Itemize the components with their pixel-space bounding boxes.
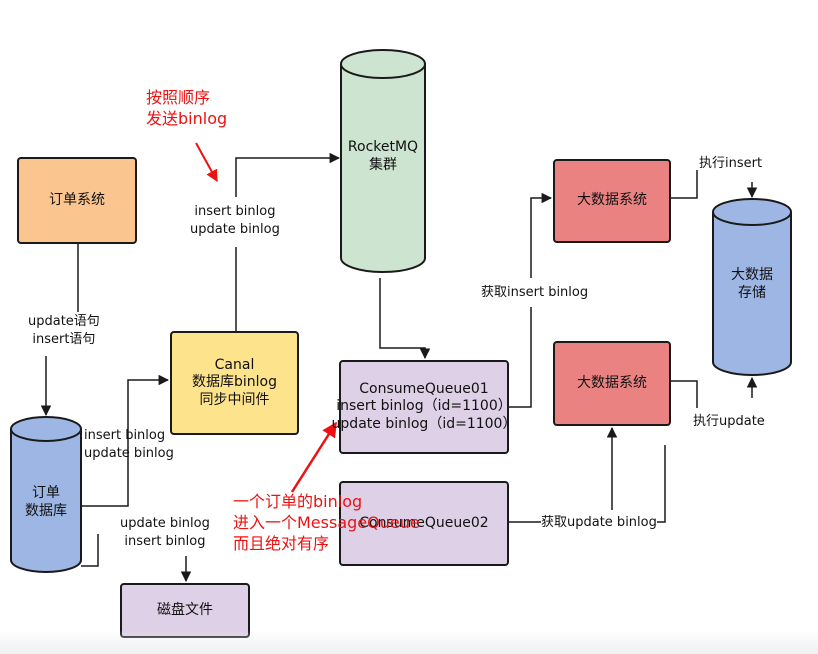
cq01-line-3: update binlog（id=1100） [331, 415, 517, 432]
edge-order-to-db [46, 244, 79, 415]
edge-label-exec-update: 执行update [693, 413, 765, 431]
bigdata-storage-line-1: 大数据 [731, 267, 773, 283]
edge-db-to-disk [81, 534, 186, 581]
edge-cq01-to-bigdata1 [509, 198, 551, 408]
cq02-title: ConsumeQueue02 [359, 514, 489, 531]
edge-label-cq01-to-bigdata: 获取insert binlog [481, 284, 589, 302]
order-db-cylinder [10, 416, 82, 573]
edge-mq-to-cq01 [379, 278, 431, 360]
edge-label-order-to-db: update语句 insert语句 [28, 313, 100, 349]
cq01-title: ConsumeQueue01 [359, 380, 489, 397]
rocketmq-cylinder [340, 49, 426, 273]
bigdata-storage-label: 大数据 存储 [713, 266, 791, 302]
annotation-one-order-queue: 一个订单的binlog 进入一个MessageQueue 而且绝对有序 [233, 492, 420, 554]
cq01-line-2: insert binlog（id=1100） [336, 398, 512, 415]
order-system-label: 订单系统 [49, 191, 105, 208]
edge-db-to-canal [81, 374, 170, 507]
order-system-node: 订单系统 [17, 157, 137, 244]
canal-title: Canal [214, 356, 255, 373]
canal-line-2: 数据库binlog [192, 374, 277, 391]
edge-bigdata1-to-storage [671, 170, 752, 198]
edge-canal-to-mq [235, 158, 339, 331]
canal-line-3: 同步中间件 [199, 391, 270, 408]
annotation-queue-line-3: 而且绝对有序 [233, 533, 330, 553]
edge-cq02-to-bigdata2 [509, 428, 666, 523]
edge-label-disk-insert: insert binlog [124, 533, 206, 549]
consume-queue-01-node: ConsumeQueue01 insert binlog（id=1100） up… [332, 360, 516, 454]
bottom-fade [0, 630, 818, 654]
annotation-queue-line-1: 一个订单的binlog [233, 492, 363, 511]
edge-label-db-to-disk: update binlog insert binlog [120, 515, 210, 551]
canal-node: Canal 数据库binlog 同步中间件 [170, 331, 299, 435]
bigdata-storage-line-2: 存储 [738, 285, 766, 302]
edge-bigdata2-to-storage [671, 378, 752, 408]
annotation-arrow-queue [290, 421, 338, 493]
bigdata-system-2-node: 大数据系统 [553, 341, 671, 426]
bigdata-system-2-label: 大数据系统 [577, 374, 647, 391]
rocketmq-title: RocketMQ [347, 139, 419, 155]
edge-label-update-sql: update语句 [28, 314, 100, 329]
edge-label-canal-to-mq: insert binlog update binlog [190, 203, 280, 239]
edge-label-db-to-canal: insert binlog update binlog [84, 427, 174, 462]
annotation-send-in-order: 按照顺序 发送binlog [146, 88, 227, 130]
edge-label-cq02-to-bigdata: 获取update binlog [541, 514, 657, 532]
annotation-arrow-send [195, 142, 218, 183]
consume-queue-02-node: ConsumeQueue02 [339, 481, 509, 566]
disk-file-label: 磁盘文件 [157, 601, 213, 618]
edge-label-mq-update: update binlog [190, 221, 280, 237]
edge-label-db-canal-update: update binlog [84, 445, 174, 461]
annotation-queue-line-2: 进入一个MessageQueue [233, 512, 420, 532]
bigdata-system-1-node: 大数据系统 [553, 159, 671, 243]
rocketmq-subtitle: 集群 [369, 157, 397, 174]
bigdata-system-1-label: 大数据系统 [577, 192, 647, 209]
edge-label-db-canal-insert: insert binlog [84, 428, 166, 443]
edge-label-disk-update: update binlog [120, 516, 210, 531]
edge-label-exec-insert: 执行insert [699, 155, 763, 173]
annotation-send-line-1: 按照顺序 [146, 88, 211, 107]
order-db-label: 订单 数据库 [11, 484, 81, 520]
order-db-line-1: 订单 [32, 485, 60, 501]
order-db-line-2: 数据库 [25, 503, 67, 520]
edge-label-insert-sql: insert语句 [32, 331, 96, 347]
annotation-send-line-2: 发送binlog [146, 108, 228, 128]
rocketmq-label: RocketMQ 集群 [341, 138, 425, 174]
edge-label-mq-insert: insert binlog [194, 204, 276, 219]
